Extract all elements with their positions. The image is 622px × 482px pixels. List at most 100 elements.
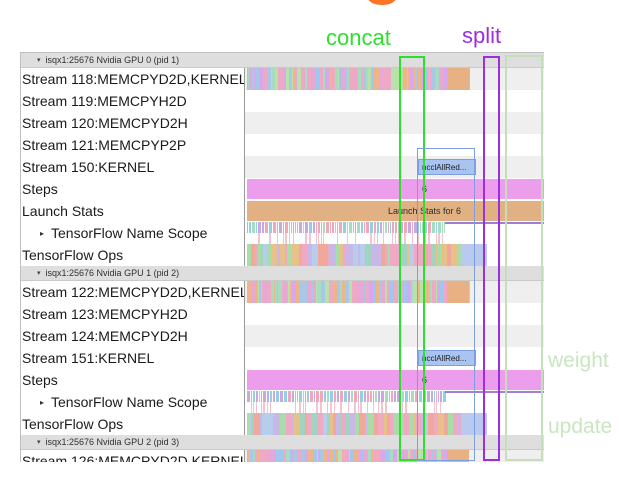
- trace-event[interactable]: [409, 402, 410, 413]
- trace-event[interactable]: [262, 233, 263, 244]
- trace-event[interactable]: [394, 281, 398, 303]
- trace-event[interactable]: [429, 68, 430, 90]
- trace-event[interactable]: [384, 413, 387, 435]
- trace-event[interactable]: [327, 402, 328, 413]
- trace-event[interactable]: [375, 68, 379, 90]
- trace-event[interactable]: [410, 450, 413, 462]
- trace-event[interactable]: [307, 402, 308, 413]
- trace-event[interactable]: [257, 450, 260, 462]
- trace-event[interactable]: [368, 450, 371, 462]
- trace-event[interactable]: [265, 222, 268, 233]
- trace-event[interactable]: [413, 281, 417, 303]
- trace-event[interactable]: [360, 402, 362, 413]
- trace-event[interactable]: [443, 391, 446, 402]
- lane-label[interactable]: Stream 119:MEMCPYH2D: [21, 90, 245, 112]
- trace-event[interactable]: [374, 68, 375, 90]
- trace-event[interactable]: [387, 281, 389, 303]
- trace-event[interactable]: [363, 68, 364, 90]
- trace-event[interactable]: [368, 281, 370, 303]
- trace-event[interactable]: [331, 68, 335, 90]
- trace-event[interactable]: [382, 281, 383, 303]
- trace-event[interactable]: [267, 450, 270, 462]
- trace-event[interactable]: [418, 233, 419, 244]
- trace-event[interactable]: [323, 222, 325, 233]
- trace-event[interactable]: [374, 222, 376, 233]
- trace-event[interactable]: [286, 68, 289, 90]
- trace-event[interactable]: [375, 450, 376, 462]
- trace-event[interactable]: [374, 413, 378, 435]
- trace-event[interactable]: [324, 402, 325, 413]
- trace-event[interactable]: [292, 68, 293, 90]
- group-header[interactable]: ▾isqx1:25676 Nvidia GPU 0 (pid 1): [21, 53, 544, 68]
- trace-event[interactable]: [430, 68, 431, 90]
- trace-event[interactable]: [339, 233, 341, 244]
- lane-label[interactable]: Steps: [21, 178, 245, 200]
- trace-event[interactable]: [267, 391, 269, 402]
- trace-event[interactable]: [413, 68, 415, 90]
- trace-event[interactable]: [339, 68, 342, 90]
- lane-track[interactable]: 6: [245, 369, 544, 391]
- trace-event[interactable]: [261, 244, 263, 266]
- lane-label[interactable]: TensorFlow Ops: [21, 413, 245, 435]
- trace-event[interactable]: [251, 244, 255, 266]
- trace-event[interactable]: [310, 391, 313, 402]
- trace-event[interactable]: [358, 68, 361, 90]
- trace-event[interactable]: [443, 68, 447, 90]
- trace-event[interactable]: [443, 281, 445, 303]
- trace-event[interactable]: [330, 222, 331, 233]
- trace-event[interactable]: [420, 233, 421, 244]
- trace-event[interactable]: [253, 450, 255, 462]
- trace-event[interactable]: [255, 68, 259, 90]
- trace-event[interactable]: [445, 281, 448, 303]
- trace-event[interactable]: [318, 244, 323, 266]
- trace-event[interactable]: [434, 391, 435, 402]
- trace-event[interactable]: [358, 402, 359, 413]
- trace-event[interactable]: [360, 244, 365, 266]
- trace-event[interactable]: [270, 402, 271, 413]
- trace-event[interactable]: [444, 450, 445, 462]
- trace-event[interactable]: [307, 391, 309, 402]
- trace-event[interactable]: [308, 244, 312, 266]
- timeline-panel[interactable]: ▾isqx1:25676 Nvidia GPU 0 (pid 1) Stream …: [20, 52, 544, 462]
- trace-event[interactable]: [447, 281, 469, 303]
- trace-event[interactable]: [401, 233, 402, 244]
- trace-event[interactable]: [432, 281, 435, 303]
- trace-event[interactable]: [385, 402, 387, 413]
- trace-event[interactable]: [346, 281, 349, 303]
- trace-event[interactable]: [284, 281, 287, 303]
- trace-event[interactable]: [376, 281, 380, 303]
- trace-event[interactable]: [247, 244, 251, 266]
- trace-event[interactable]: [397, 391, 399, 402]
- trace-event[interactable]: [378, 413, 384, 435]
- trace-event[interactable]: [318, 233, 319, 244]
- trace-event[interactable]: [377, 233, 378, 244]
- trace-event[interactable]: [286, 413, 292, 435]
- trace-event[interactable]: [407, 244, 410, 266]
- trace-event[interactable]: [409, 413, 414, 435]
- trace-event[interactable]: [291, 222, 292, 233]
- trace-event[interactable]: [390, 68, 391, 90]
- trace-event[interactable]: [303, 222, 304, 233]
- trace-event[interactable]: [263, 391, 266, 402]
- trace-event[interactable]: [353, 222, 354, 233]
- trace-event[interactable]: [260, 413, 262, 435]
- trace-event[interactable]: [367, 413, 371, 435]
- trace-event[interactable]: [416, 450, 417, 462]
- trace-event[interactable]: [402, 402, 403, 413]
- trace-event[interactable]: [303, 391, 304, 402]
- trace-event[interactable]: [305, 450, 307, 462]
- trace-event[interactable]: [434, 413, 438, 435]
- trace-event[interactable]: [284, 402, 286, 413]
- lane-label[interactable]: Stream 150:KERNEL: [21, 156, 245, 178]
- trace-event[interactable]: [394, 402, 395, 413]
- trace-event[interactable]: [385, 450, 388, 462]
- trace-event[interactable]: [296, 281, 298, 303]
- trace-event[interactable]: [371, 68, 374, 90]
- trace-event[interactable]: [427, 402, 429, 413]
- trace-event[interactable]: [299, 391, 302, 402]
- trace-event[interactable]: [400, 402, 401, 413]
- trace-event[interactable]: [457, 413, 459, 435]
- trace-event[interactable]: [292, 244, 294, 266]
